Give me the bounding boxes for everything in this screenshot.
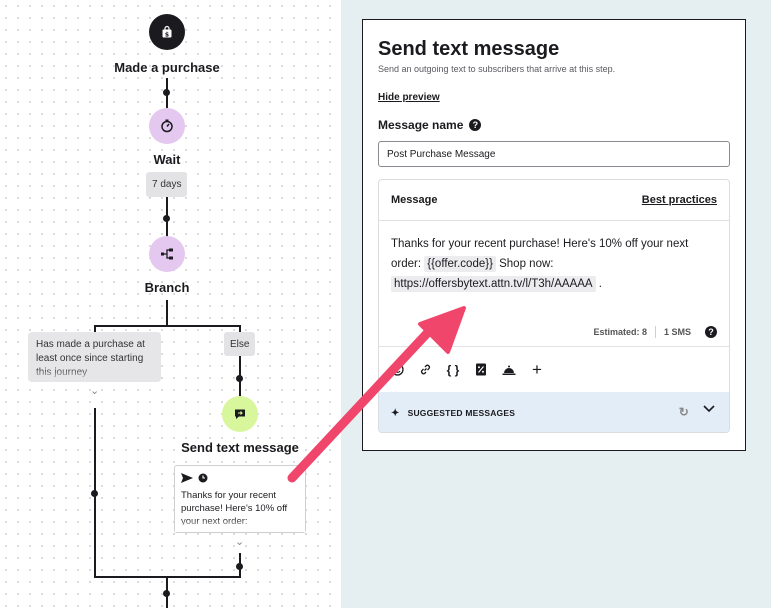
message-editor: Message Best practices Thanks for your r… [378,179,730,433]
panel-title: Send text message [378,38,560,60]
trigger-node[interactable]: $ [149,14,185,50]
message-text: Shop now: [495,258,554,270]
message-toolbar: { } + [379,346,729,392]
best-practices-link[interactable]: Best practices [641,194,717,206]
split-line [95,325,240,327]
shopping-bag-icon: $ [162,25,172,38]
connector-dot [163,215,170,222]
send-message-node[interactable] [222,396,258,432]
discount-icon[interactable] [473,362,489,378]
journey-canvas[interactable]: $ Made a purchase Wait 7 days Branch Has… [0,0,341,608]
hide-preview-link[interactable]: Hide preview [378,92,440,103]
suggested-messages-bar[interactable]: ✦ SUGGESTED MESSAGES ↻ [379,392,729,432]
connector-dot [163,590,170,597]
branch-title: Branch [144,280,190,295]
message-name-label: Message name ? [378,118,482,132]
braces-icon[interactable]: { } [446,362,460,377]
connector-dot [236,563,243,570]
connector-line [166,300,168,326]
message-text-area[interactable]: Thanks for your recent purchase! Here's … [391,234,721,294]
fade-overlay [175,518,305,532]
wait-node[interactable] [149,108,185,144]
wait-duration-chip[interactable]: 7 days [146,172,188,197]
message-text: . [595,278,602,290]
branch-condition-card[interactable]: Has made a purchase at least once since … [28,332,161,382]
message-name-label-text: Message name [378,118,464,132]
offer-code-token[interactable]: {{offer.code}} [424,256,496,272]
link-icon[interactable] [417,362,433,378]
message-label: Message [391,194,438,206]
plus-icon[interactable]: + [532,359,542,379]
else-chip[interactable]: Else [224,332,256,356]
message-name-input[interactable] [378,141,730,167]
sms-count: 1 SMS [663,327,691,337]
sms-estimate: Estimated: 8 1 SMS ? [593,326,717,338]
svg-text:$: $ [165,31,169,38]
bell-icon[interactable] [501,362,517,378]
connector-line [94,325,96,333]
connector-dot [163,89,170,96]
divider [654,326,656,338]
magic-wand-icon: ✦ [391,407,400,419]
send-message-title: Send text message [181,440,299,455]
help-icon[interactable]: ? [705,326,717,338]
refresh-icon[interactable]: ↻ [678,405,689,419]
message-text: Thanks for your recent purchase! Here's … [391,238,689,270]
suggested-messages-label: SUGGESTED MESSAGES [407,408,516,418]
trigger-title: Made a purchase [114,60,220,75]
connector-dot [236,375,243,382]
connector-line [239,325,241,333]
connector-dot [91,490,98,497]
send-icon [181,473,193,483]
chevron-down-icon[interactable]: ⌄ [90,385,100,397]
chevron-down-icon[interactable] [703,405,715,415]
message-icon [235,409,245,419]
branch-icon [161,248,173,260]
help-icon[interactable]: ? [469,119,482,131]
estimated-count: Estimated: 8 [593,327,647,337]
wait-title: Wait [153,152,181,167]
branch-node[interactable] [149,236,185,272]
send-text-message-panel: Send text message Send an outgoing text … [362,19,746,451]
send-preview-card[interactable]: Thanks for your recent purchase! Here's … [174,465,306,533]
timer-icon [161,119,173,133]
panel-subtitle: Send an outgoing text to subscribers tha… [378,64,616,74]
chevron-down-icon[interactable]: ⌄ [235,536,245,548]
clock-icon [198,473,208,483]
link-token[interactable]: https://offersbytext.attn.tv/l/T3h/AAAAA [391,276,596,292]
fade-overlay [28,368,161,382]
emoji-icon[interactable] [389,362,405,378]
message-header: Message Best practices [379,180,729,221]
